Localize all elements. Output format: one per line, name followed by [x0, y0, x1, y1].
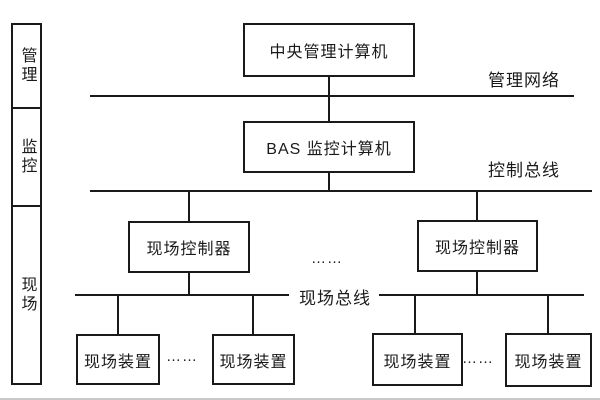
layer-cell-management: 管理	[11, 23, 42, 109]
control-bus-line	[90, 190, 592, 192]
layer-label-monitoring: 监控	[18, 138, 36, 176]
field-device-4-node: 现场装置	[505, 333, 592, 387]
field-bus-line-right	[379, 294, 584, 296]
connector-left-controller-to-field-bus	[188, 273, 190, 295]
connector-control-bus-to-left-controller	[188, 192, 190, 221]
connector-field-bus-to-device-3	[414, 296, 416, 333]
ellipsis-devices-left: ……	[166, 348, 198, 365]
connector-field-bus-to-device-1	[117, 296, 119, 334]
connector-right-controller-to-field-bus	[476, 272, 478, 295]
connector-bas-to-control-bus	[328, 173, 330, 191]
field-bus-line-left	[75, 294, 289, 296]
management-network-label: 管理网络	[488, 71, 560, 90]
connector-central-to-bas	[328, 77, 330, 121]
field-device-1-node: 现场装置	[76, 334, 160, 385]
field-controller-left-node: 现场控制器	[128, 221, 250, 273]
field-bus-label: 现场总线	[299, 289, 371, 308]
layer-label-field: 现场	[18, 276, 36, 314]
connector-field-bus-to-device-4	[547, 296, 549, 333]
connector-control-bus-to-right-controller	[476, 192, 478, 220]
layer-cell-field: 现场	[11, 205, 42, 385]
bas-monitoring-computer-node: BAS 监控计算机	[243, 121, 415, 173]
management-network-bus-line	[90, 95, 574, 97]
ellipsis-devices-right: ……	[462, 350, 494, 367]
field-device-2-node: 现场装置	[212, 334, 295, 385]
field-controller-right-node: 现场控制器	[417, 220, 538, 272]
control-bus-label: 控制总线	[488, 161, 560, 180]
layer-label-management: 管理	[18, 47, 36, 85]
connector-field-bus-to-device-2	[252, 296, 254, 334]
ellipsis-controllers: ……	[311, 250, 343, 267]
central-management-computer-node: 中央管理计算机	[243, 23, 415, 77]
field-device-3-node: 现场装置	[372, 333, 463, 386]
layer-cell-monitoring: 监控	[11, 107, 42, 207]
